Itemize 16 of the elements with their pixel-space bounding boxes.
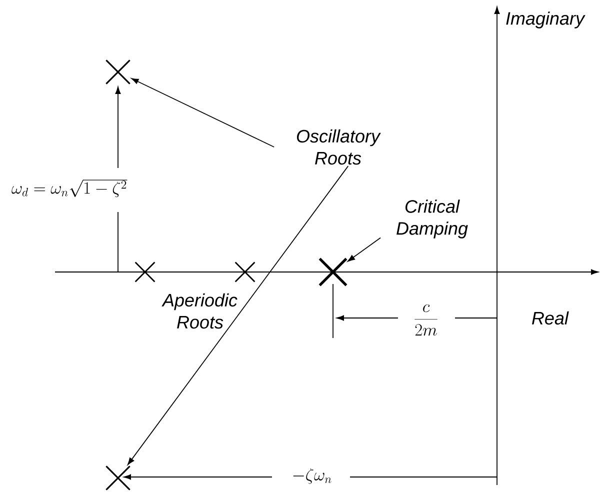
annotation-text: Critical Damping bbox=[396, 200, 468, 238]
root-cross bbox=[105, 465, 131, 491]
leader-arrow bbox=[127, 166, 349, 465]
dimension-label: $\frac{c}{2m}$ bbox=[414, 304, 438, 336]
dimension-label: $-\zeta\omega_n$ bbox=[293, 468, 332, 484]
annotation-text: Aperiodic Roots bbox=[162, 293, 238, 329]
root-cross bbox=[318, 257, 348, 287]
root-cross bbox=[134, 262, 156, 282]
leader-arrow bbox=[348, 237, 381, 262]
dimension-label: $\omega_d = \omega_n\sqrt{1 - \zeta^2}$ bbox=[12, 180, 128, 198]
leader-arrow bbox=[131, 78, 274, 148]
axis-label: Real bbox=[532, 311, 569, 325]
root-cross bbox=[105, 59, 131, 85]
root-cross bbox=[234, 262, 256, 282]
axis-label: Imaginary bbox=[506, 12, 586, 28]
annotation-text: Oscillatory Roots bbox=[296, 129, 381, 165]
